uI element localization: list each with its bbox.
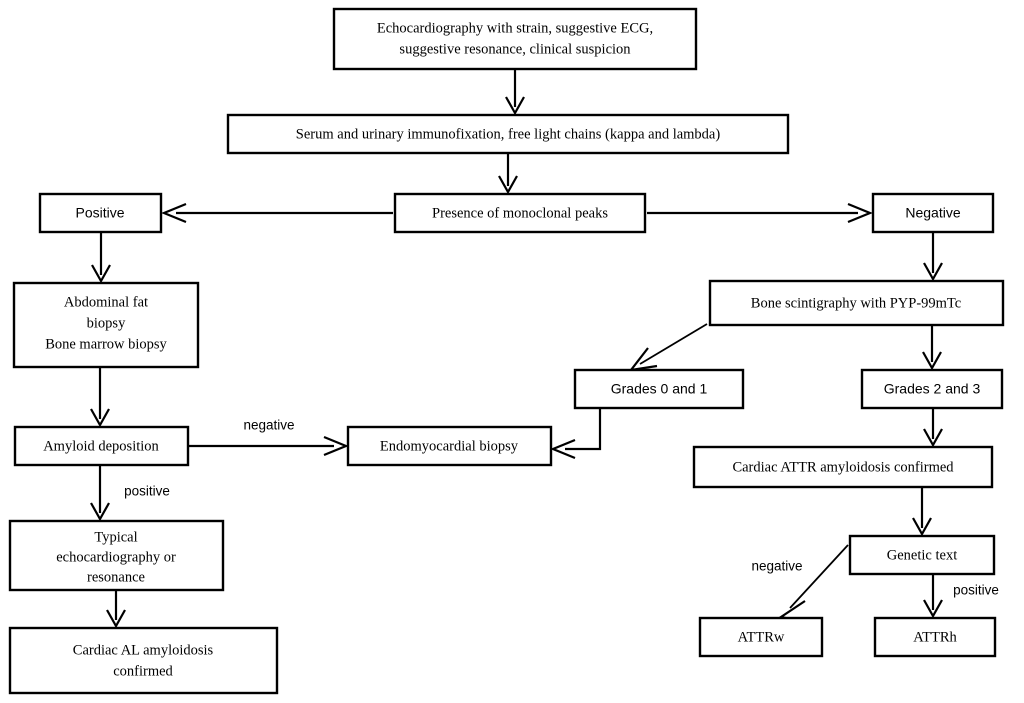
edge-immunofixation-to-monoclonal [498, 153, 518, 195]
node-negative[interactable]: Negative [871, 192, 995, 234]
node-attrh-label: ATTRh [913, 629, 957, 645]
edge-label-positive-typical-echo: positive [124, 484, 170, 499]
node-fat-biopsy-line-3: Bone marrow biopsy [45, 336, 167, 352]
node-genetic-test-label: Genetic text [887, 547, 957, 563]
edge-label-negative-attrw: negative [751, 559, 802, 574]
node-scintigraphy-label: Bone scintigraphy with PYP-99mTc [751, 295, 961, 311]
edge-monoclonal-to-positive [161, 202, 393, 224]
edge-fat-biopsy-to-amyloid-deposition [90, 367, 110, 428]
node-positive[interactable]: Positive [38, 192, 163, 234]
node-positive-label: Positive [75, 205, 124, 221]
node-fat-biopsy-line-1: Abdominal fat [64, 294, 148, 310]
node-typical-echo-line-2: echocardiography or [56, 549, 176, 565]
edge-attr-confirmed-to-genetic-test [912, 487, 932, 537]
edge-typical-echo-to-al-confirmed [106, 590, 126, 629]
edge-label-positive-attrh: positive [953, 583, 999, 598]
node-attrw[interactable]: ATTRw [698, 616, 824, 658]
node-al-confirmed[interactable]: Cardiac AL amyloidosis confirmed [8, 626, 279, 695]
node-typical-echo[interactable]: Typical echocardiography or resonance [8, 519, 225, 592]
node-al-confirmed-line-2: confirmed [113, 663, 173, 679]
edge-amyloid-to-typical-echo [90, 465, 110, 522]
node-fat-biopsy[interactable]: Abdominal fat biopsy Bone marrow biopsy [12, 281, 200, 369]
node-immunofixation-label: Serum and urinary immunofixation, free l… [296, 126, 721, 142]
edge-negative-to-scintigraphy [923, 232, 943, 282]
node-suspicion-line-2: suggestive resonance, clinical suspicion [399, 41, 631, 57]
node-endomyocardial-biopsy[interactable]: Endomyocardial biopsy [346, 425, 553, 467]
node-grades-0-1-label: Grades 0 and 1 [611, 381, 708, 397]
node-negative-label: Negative [905, 205, 960, 221]
node-genetic-test[interactable]: Genetic text [848, 534, 996, 576]
edge-grades01-to-endomyocardial [550, 408, 602, 460]
node-attrh[interactable]: ATTRh [873, 616, 997, 658]
node-typical-echo-line-1: Typical [94, 529, 137, 545]
edge-genetic-test-to-attrh [923, 574, 943, 619]
node-grades-2-3-label: Grades 2 and 3 [884, 381, 981, 397]
node-amyloid-deposition[interactable]: Amyloid deposition [13, 425, 190, 467]
node-attr-confirmed-label: Cardiac ATTR amyloidosis confirmed [732, 459, 954, 475]
node-grades-0-1[interactable]: Grades 0 and 1 [573, 368, 745, 410]
node-immunofixation[interactable]: Serum and urinary immunofixation, free l… [226, 113, 790, 155]
node-suspicion-line-1: Echocardiography with strain, suggestive… [377, 20, 653, 36]
node-monoclonal-peaks[interactable]: Presence of monoclonal peaks [393, 192, 647, 234]
edge-suspicion-to-immunofixation [505, 69, 525, 116]
edge-genetic-test-to-attrw [778, 544, 849, 624]
node-amyloid-deposition-label: Amyloid deposition [43, 438, 159, 454]
edge-label-negative-endomyocardial: negative [243, 418, 294, 433]
node-endomyocardial-biopsy-label: Endomyocardial biopsy [380, 438, 519, 454]
edge-amyloid-to-endomyocardial [189, 435, 349, 457]
node-attr-confirmed[interactable]: Cardiac ATTR amyloidosis confirmed [692, 445, 994, 489]
edge-positive-to-fat-biopsy [91, 232, 111, 284]
edge-labels-layer: negative positive negative positive [124, 418, 999, 598]
nodes-layer: Echocardiography with strain, suggestive… [8, 7, 1005, 695]
node-monoclonal-peaks-label: Presence of monoclonal peaks [432, 205, 608, 221]
node-grades-2-3[interactable]: Grades 2 and 3 [860, 368, 1004, 410]
edge-monoclonal-to-negative [647, 202, 873, 224]
node-al-confirmed-line-1: Cardiac AL amyloidosis [73, 642, 214, 658]
edge-scintigraphy-to-grades01 [628, 323, 708, 372]
node-attrw-label: ATTRw [738, 629, 785, 645]
edge-grades23-to-attr-confirmed [923, 408, 943, 448]
node-fat-biopsy-line-2: biopsy [87, 315, 126, 331]
node-suspicion[interactable]: Echocardiography with strain, suggestive… [332, 7, 698, 71]
node-typical-echo-line-3: resonance [87, 569, 145, 585]
node-scintigraphy[interactable]: Bone scintigraphy with PYP-99mTc [708, 279, 1005, 327]
edge-scintigraphy-to-grades23 [922, 325, 942, 371]
